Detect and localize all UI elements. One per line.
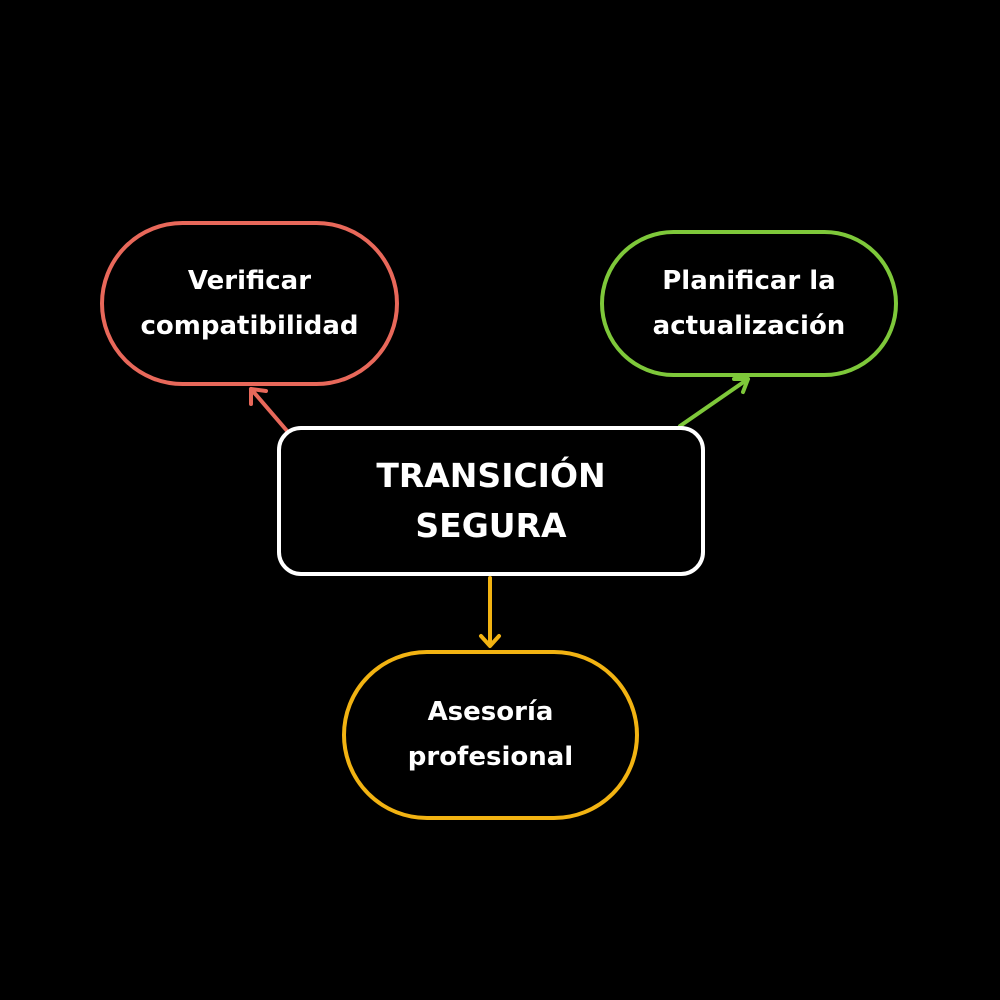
connector-verificar bbox=[249, 387, 290, 434]
connector-planificar bbox=[678, 377, 750, 428]
arrow-down-icon bbox=[479, 634, 501, 648]
arrow-up-left-icon bbox=[249, 387, 268, 406]
branch-node-asesoria-profesional: Asesoría profesional bbox=[342, 650, 639, 820]
central-node-label: TRANSICIÓN SEGURA bbox=[376, 456, 606, 545]
branch-node-label: Verificar compatibilidad bbox=[140, 265, 359, 341]
branch-node-label: Asesoría profesional bbox=[407, 697, 574, 772]
branch-node-label: Planificar la actualización bbox=[652, 265, 846, 341]
arrow-up-right-icon bbox=[732, 377, 750, 394]
connector-asesoria bbox=[479, 576, 501, 648]
branch-node-planificar-actualizacion: Planificar la actualización bbox=[600, 230, 898, 377]
branch-node-verificar-compatibilidad: Verificar compatibilidad bbox=[100, 221, 399, 386]
central-node: TRANSICIÓN SEGURA bbox=[277, 426, 705, 576]
